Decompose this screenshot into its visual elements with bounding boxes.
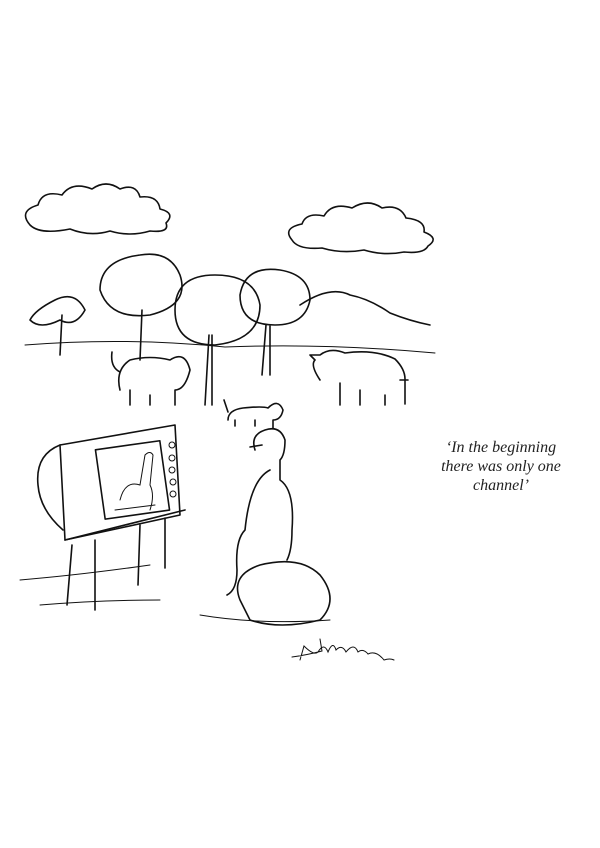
cartoon-caption: ‘In the beginning there was only one cha… [418,438,584,495]
caption-line-1: ‘In the beginning [445,439,557,456]
tv-control-knobs [168,441,177,498]
lion [110,351,191,406]
hills [299,290,431,326]
tv-stand [64,509,186,611]
artist-signature [291,638,395,661]
tv-screen-animals [114,452,156,511]
cloud-left [24,183,171,235]
caption-line-2: there was only one [441,458,561,475]
cloud-right [287,202,434,255]
man-on-rock [199,427,331,626]
dog [223,399,284,429]
caption-line-3: channel’ [473,477,529,494]
rock [236,560,331,626]
television [19,424,186,611]
trees [24,253,436,406]
rhino [309,349,409,406]
